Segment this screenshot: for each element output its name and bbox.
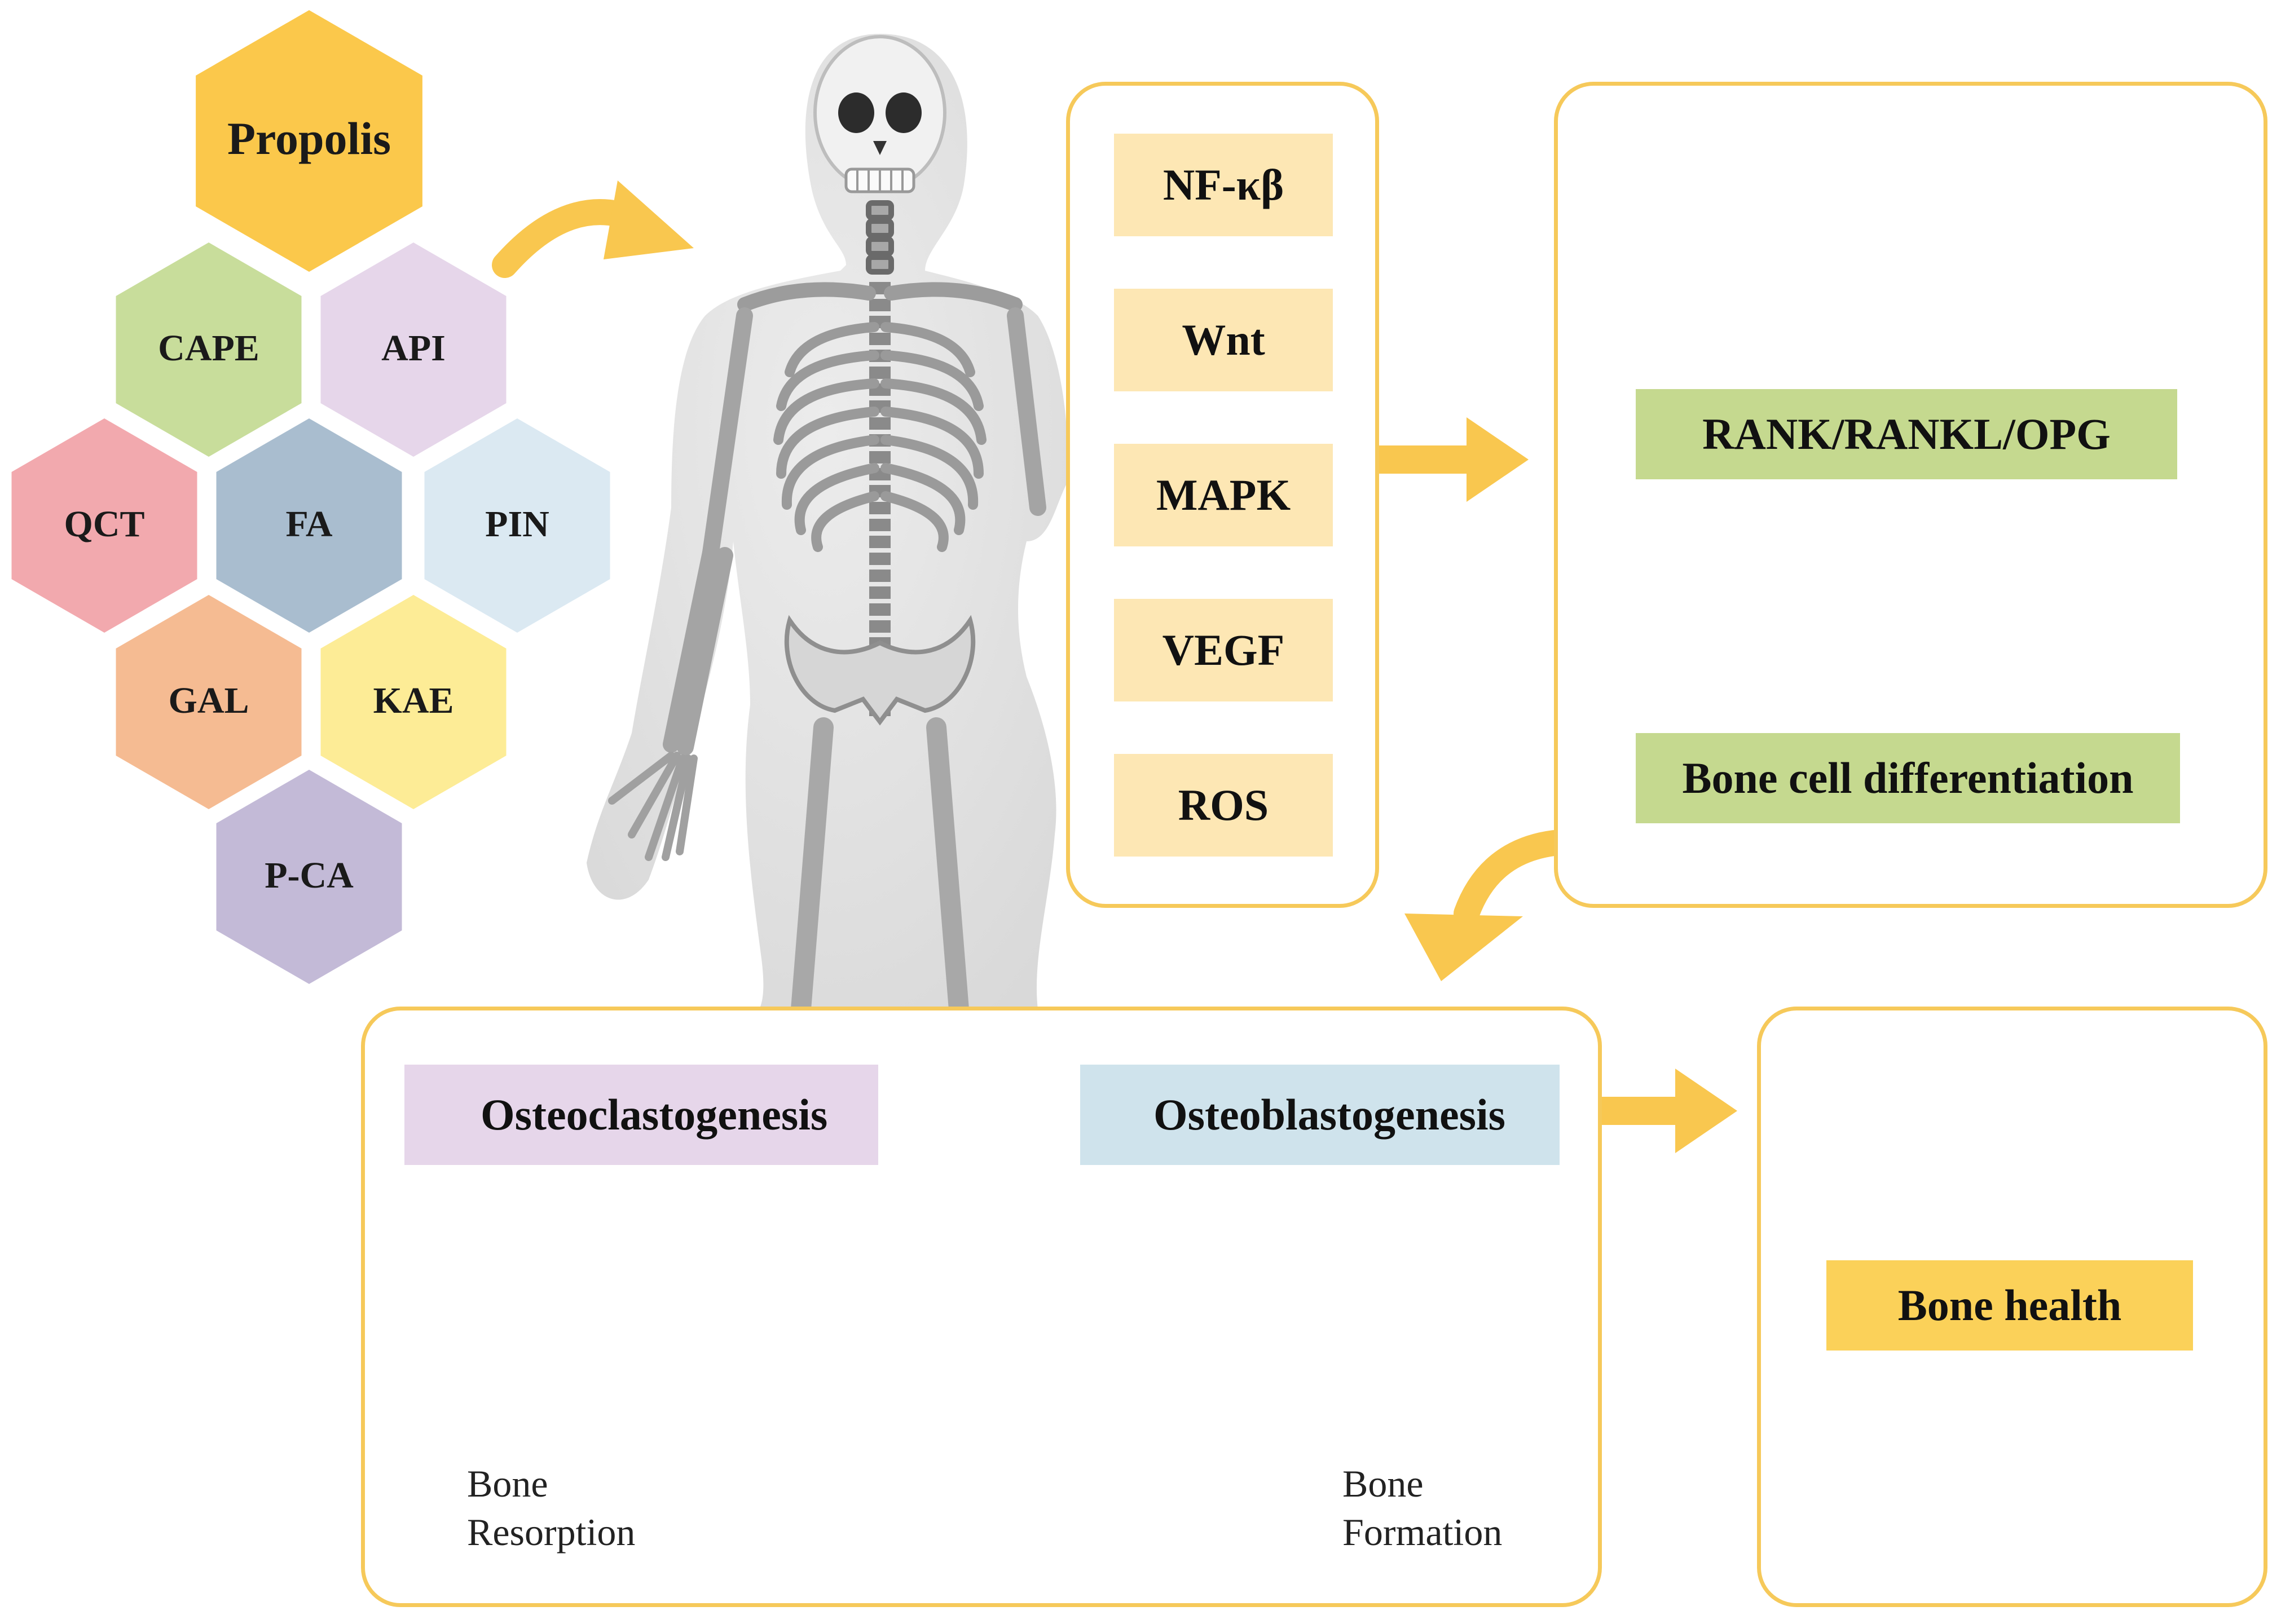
bone-health-label: Bone health (1826, 1260, 2193, 1351)
hexagon-label-pca: P-CA (265, 855, 354, 896)
hexagon-label-api: API (381, 328, 446, 369)
hexagon-label-cape: CAPE (158, 328, 259, 369)
arrow-mechanisms-to-balance (1404, 830, 1567, 981)
hexagon-label-propolis: Propolis (227, 113, 391, 164)
osteoclastogenesis-label: Osteoclastogenesis (404, 1065, 878, 1165)
hexagon-label-gal: GAL (168, 680, 249, 721)
bone-formation-label: Bone Formation (1342, 1462, 1503, 1554)
hexagon-label-fa: FA (285, 504, 332, 545)
arrow-balance-to-health (1602, 1069, 1737, 1153)
pathway-wnt: Wnt (1114, 289, 1333, 391)
hexagon-kae (320, 595, 507, 809)
hexagon-label-kae: KAE (373, 680, 453, 721)
pathway-vegf: VEGF (1114, 599, 1333, 701)
hexagon-gal (116, 595, 302, 809)
arrow-pathways-to-mechanisms (1376, 417, 1529, 502)
hexagon-pin (424, 418, 610, 633)
hexagon-api (320, 242, 507, 457)
bone-resorption-label: Bone Resorption (467, 1462, 636, 1554)
rank-rankl-opg-label: RANK/RANKL/OPG (1636, 389, 2177, 479)
hexagon-label-qct: QCT (64, 504, 144, 545)
osteoblastogenesis-label: Osteoblastogenesis (1080, 1065, 1560, 1165)
arrow-hex-to-body (492, 180, 694, 278)
hexagon-qct (11, 418, 197, 633)
human-skeleton-illustration (587, 34, 1068, 1020)
pathway-ros: ROS (1114, 754, 1333, 857)
pathway-mapk: MAPK (1114, 444, 1333, 546)
hexagon-fa (216, 418, 402, 633)
hexagon-cape (116, 242, 302, 457)
hexagon-propolis (196, 10, 422, 272)
hexagon-label-pin: PIN (485, 504, 549, 545)
bone-cell-differentiation-label: Bone cell differentiation (1636, 733, 2180, 823)
pathway-nfkb: NF-κβ (1114, 134, 1333, 236)
hexagon-pca (216, 770, 402, 984)
